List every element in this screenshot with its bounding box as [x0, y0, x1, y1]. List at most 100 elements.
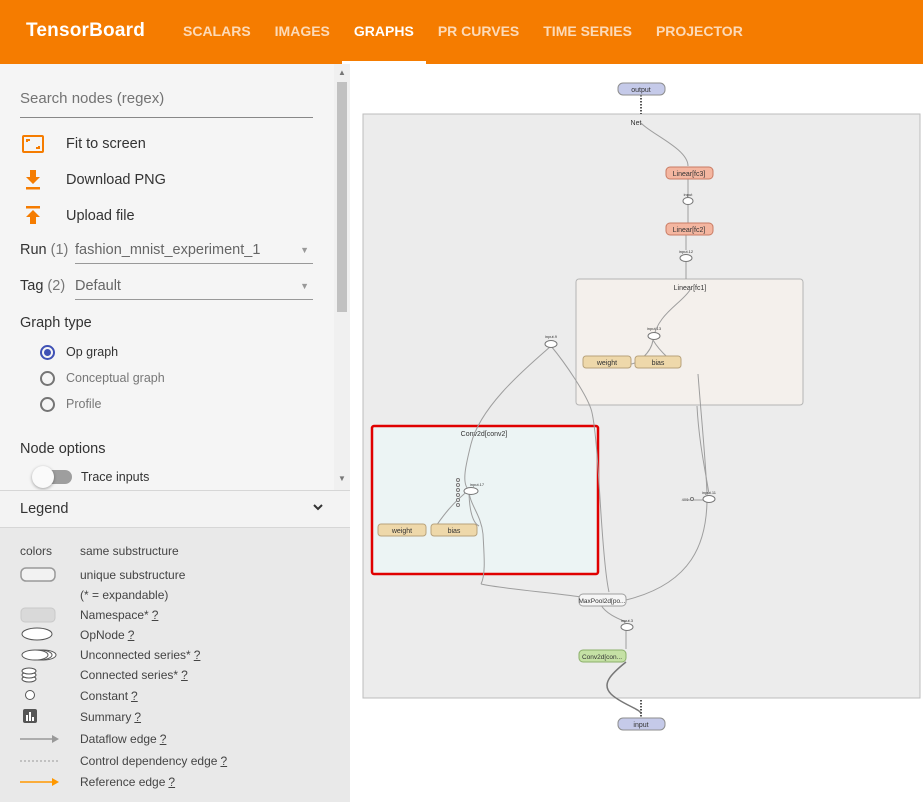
opnode-ellipse[interactable] [620, 623, 634, 631]
help-link[interactable]: ? [134, 710, 142, 724]
help-link[interactable]: ? [181, 668, 188, 682]
legend-constant-row: Constant? [0, 687, 350, 705]
tab-graphs[interactable]: GRAPHS [341, 0, 426, 64]
fc2-node[interactable] [665, 222, 714, 236]
legend-namespace-row: Namespace*? [0, 606, 350, 624]
legend-summary-row: Summary? [0, 708, 350, 726]
trace-inputs-label: Trace inputs [81, 470, 150, 484]
opnode-ellipse[interactable] [647, 332, 661, 340]
scroll-down-icon[interactable]: ▼ [338, 474, 346, 483]
fc3-node[interactable] [665, 166, 714, 180]
legend-summary-text: Summary [80, 710, 132, 724]
opnode-ellipse[interactable] [463, 487, 479, 495]
fit-screen-icon [20, 132, 46, 156]
legend-dataflow-text: Dataflow edge [80, 732, 157, 746]
tab-time-series[interactable]: TIME SERIES [543, 23, 632, 39]
input-label: input.13 [647, 326, 662, 331]
weight-label: weight [391, 528, 412, 535]
scroll-up-icon[interactable]: ▲ [338, 68, 346, 77]
fc1-bias-node[interactable] [634, 355, 682, 369]
conv1-node[interactable] [578, 649, 627, 663]
upload-file-label: Upload file [66, 208, 135, 224]
graph-type-title: Graph type [20, 315, 92, 331]
dropdown-arrow-icon: ▼ [300, 281, 309, 291]
weight-label: weight [596, 360, 617, 367]
legend-control-text: Control dependency edge [80, 754, 218, 768]
net-namespace[interactable] [362, 113, 921, 699]
conv2-namespace[interactable] [370, 424, 600, 576]
output-label: output [631, 87, 651, 94]
opnode-ellipse[interactable] [544, 340, 558, 348]
legend-connected-text: Connected series* [80, 668, 179, 682]
legend-opnode-row: OpNode? [0, 626, 350, 644]
dataflow-edge-icon [20, 730, 60, 748]
tab-pr-curves[interactable]: PR CURVES [437, 23, 520, 39]
fit-to-screen-button[interactable]: Fit to screen [20, 132, 146, 156]
legend-expandable-row: (* = expandable) [0, 586, 350, 604]
app-title: TensorBoard [26, 20, 146, 41]
fc1-weight-node[interactable] [582, 355, 632, 369]
input-label: input [633, 722, 648, 729]
constant-node[interactable] [690, 497, 694, 501]
download-png-label: Download PNG [66, 172, 166, 188]
tag-dropdown[interactable]: Default ▼ [75, 272, 313, 300]
run-selector: Run (1) fashion_mnist_experiment_1 ▼ [20, 236, 313, 264]
opnode-ellipse[interactable] [679, 254, 693, 262]
connected-series-icon [20, 666, 60, 684]
run-dropdown[interactable]: fashion_mnist_experiment_1 ▼ [75, 236, 313, 264]
sidebar-scrollbar[interactable]: ▲ ▼ [334, 64, 350, 490]
legend-unconnected-text: Unconnected series* [80, 648, 191, 662]
search-nodes-input[interactable]: Search nodes (regex) [20, 90, 313, 118]
opnode-ellipse[interactable] [682, 197, 694, 205]
maxpool-node[interactable] [578, 593, 627, 607]
upload-file-button[interactable]: Upload file [20, 204, 135, 228]
unconnected-series-icon [20, 646, 60, 664]
help-link[interactable]: ? [193, 648, 201, 662]
conv2-bias-node[interactable] [430, 523, 478, 537]
radio-profile[interactable]: Profile [40, 395, 101, 413]
trace-inputs-toggle[interactable]: Trace inputs [32, 466, 274, 488]
legend-colors-label: colors [20, 544, 53, 558]
top-app-bar: TensorBoard SCALARS IMAGES GRAPHS PR CUR… [0, 0, 923, 64]
fc2-label: Linear[fc2] [673, 227, 706, 234]
legend-control-row: Control dependency edge? [0, 752, 350, 770]
radio-label: Profile [66, 397, 102, 411]
download-png-button[interactable]: Download PNG [20, 168, 166, 192]
tag-selector: Tag (2) Default ▼ [20, 272, 313, 300]
opnode-ellipse[interactable] [702, 495, 716, 503]
summary-icon [20, 708, 60, 726]
radio-conceptual-graph[interactable]: Conceptual graph [40, 369, 165, 387]
input-label: input [684, 192, 694, 197]
legend-opnode-text: OpNode [80, 628, 125, 642]
reference-edge-icon [20, 773, 60, 791]
legend-toggle[interactable]: Legend [0, 490, 350, 528]
radio-label: Op graph [66, 345, 119, 359]
help-link[interactable]: ? [127, 628, 135, 642]
sidebar: Search nodes (regex) Fit to screen Downl… [0, 64, 350, 802]
graph-canvas[interactable]: Net Linear[fc1] Conv2d[conv2] [351, 64, 923, 802]
output-node[interactable] [617, 82, 666, 96]
maxpool-label: MaxPool2d[po... [579, 598, 626, 605]
tab-projector[interactable]: PROJECTOR [655, 23, 743, 39]
control-dependency-edge-icon [20, 752, 60, 770]
scrollbar-thumb[interactable] [337, 82, 347, 312]
legend-unconnected-row: Unconnected series*? [0, 646, 350, 664]
graph-svg[interactable]: Net Linear[fc1] Conv2d[conv2] [351, 64, 923, 802]
tab-scalars[interactable]: SCALARS [183, 23, 251, 39]
input-node[interactable] [617, 717, 666, 731]
help-link[interactable]: ? [220, 754, 228, 768]
fit-to-screen-label: Fit to screen [66, 136, 146, 152]
legend-expandable-text: (* = expandable) [80, 588, 169, 602]
conv2-weight-node[interactable] [377, 523, 427, 537]
help-link[interactable]: ? [151, 608, 159, 622]
constant-nodes [456, 478, 460, 507]
help-link[interactable]: ? [159, 732, 167, 746]
help-link[interactable]: ? [131, 689, 138, 703]
net-label: Net [631, 120, 642, 127]
radio-label: Conceptual graph [66, 371, 165, 385]
radio-op-graph[interactable]: Op graph [40, 343, 118, 361]
fc1-namespace[interactable] [575, 278, 804, 406]
help-link[interactable]: ? [168, 775, 176, 789]
opnode-icon [20, 626, 60, 644]
tab-images[interactable]: IMAGES [274, 23, 330, 39]
